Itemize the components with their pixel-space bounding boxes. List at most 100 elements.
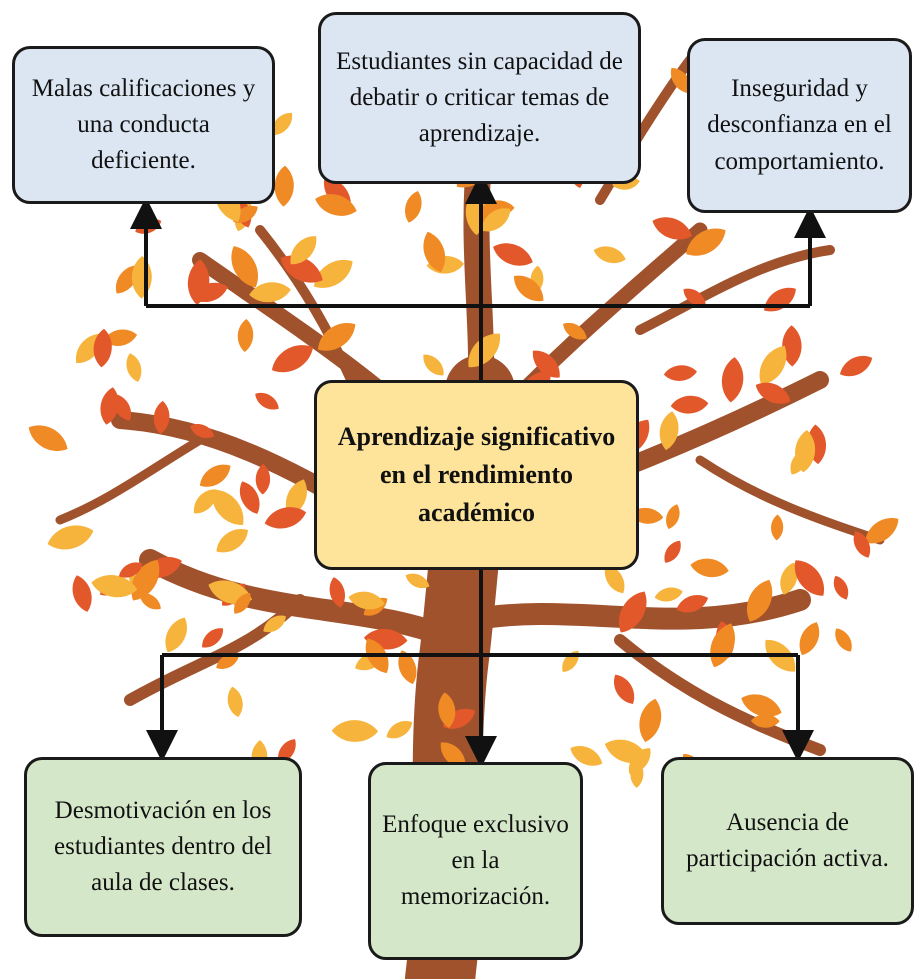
- leaf-icon: [664, 540, 681, 563]
- leaf-icon: [676, 595, 709, 613]
- leaf-icon: [317, 323, 356, 351]
- leaf-icon: [604, 564, 625, 594]
- leaf-icon: [285, 479, 307, 517]
- cause-box-1: Desmotivación en los estudiantes dentro …: [24, 757, 302, 937]
- leaf-icon: [721, 357, 744, 403]
- leaf-icon: [72, 575, 92, 612]
- leaf-icon: [759, 345, 787, 385]
- effect-box-1: Malas calificaciones y una conducta defi…: [12, 46, 275, 204]
- leaf-icon: [93, 328, 112, 368]
- leaf-icon: [165, 617, 187, 653]
- leaf-icon: [231, 246, 258, 288]
- leaf-icon: [659, 411, 679, 451]
- leaf-icon: [202, 628, 224, 648]
- leaf-icon: [271, 345, 314, 373]
- leaf-icon: [405, 190, 422, 223]
- leaf-icon: [670, 67, 692, 94]
- effect-text-2: Estudiantes sin capacidad de debatir o c…: [336, 47, 623, 148]
- effect-box-2: Estudiantes sin capacidad de debatir o c…: [318, 12, 641, 184]
- leaf-icon: [663, 365, 697, 381]
- leaf-icon: [604, 739, 648, 763]
- leaf-icon: [216, 529, 248, 553]
- leaf-icon: [614, 674, 635, 704]
- leaf-icon: [686, 228, 726, 256]
- leaf-icon: [331, 720, 379, 742]
- leaf-icon: [234, 593, 251, 614]
- leaf-icon: [652, 217, 692, 240]
- leaf-icon: [126, 353, 142, 382]
- cause-text-3: Ausencia de participación activa.: [686, 808, 889, 872]
- leaf-icon: [237, 319, 254, 352]
- leaf-icon: [468, 333, 500, 368]
- leaf-icon: [780, 562, 798, 595]
- core-problem-box: Aprendizaje significativo en el rendimie…: [314, 380, 639, 570]
- leaf-icon: [187, 259, 210, 305]
- leaf-icon: [513, 275, 544, 302]
- leaf-icon: [398, 650, 417, 685]
- leaf-icon: [630, 760, 644, 788]
- cause-text-2: Enfoque exclusivo en la memorización.: [382, 810, 569, 911]
- leaf-icon: [255, 463, 271, 495]
- leaf-icon: [493, 243, 533, 266]
- leaf-icon: [670, 395, 709, 414]
- leaf-icon: [271, 112, 293, 136]
- leaf-icon: [593, 246, 626, 264]
- leaf-icon: [315, 194, 357, 216]
- leaf-icon: [211, 489, 244, 525]
- leaf-icon: [835, 628, 852, 652]
- leaf-icon: [782, 325, 802, 367]
- leaf-icon: [193, 489, 217, 514]
- leaf-icon: [329, 577, 345, 608]
- leaf-icon: [746, 579, 773, 622]
- leaf-icon: [853, 531, 871, 558]
- leaf-icon: [654, 587, 683, 602]
- leaf-icon: [532, 350, 560, 378]
- core-problem-text: Aprendizaje significativo en el rendimie…: [337, 422, 616, 527]
- leaf-icon: [619, 591, 647, 633]
- leaf-icon: [139, 593, 161, 610]
- leaf-icon: [386, 721, 413, 739]
- cause-box-3: Ausencia de participación activa.: [661, 757, 914, 925]
- leaf-icon: [438, 692, 456, 728]
- leaf-icon: [290, 236, 317, 265]
- leaf-icon: [153, 400, 170, 435]
- leaf-icon: [440, 742, 466, 768]
- leaf-icon: [255, 392, 279, 410]
- leaf-icon: [755, 382, 791, 404]
- leaf-icon: [423, 231, 446, 273]
- leaf-icon: [833, 575, 849, 600]
- leaf-icon: [103, 329, 138, 346]
- cause-box-2: Enfoque exclusivo en la memorización.: [368, 762, 583, 960]
- leaf-icon: [131, 559, 160, 601]
- leaf-icon: [28, 425, 68, 451]
- leaf-icon: [683, 288, 706, 306]
- leaf-icon: [794, 560, 825, 596]
- leaf-icon: [771, 514, 784, 541]
- leaf-icon: [47, 525, 94, 550]
- leaf-icon: [666, 504, 680, 530]
- effect-box-3: Inseguridad y desconfianza en el comport…: [687, 38, 912, 213]
- leaf-icon: [263, 615, 286, 633]
- leaf-icon: [199, 464, 231, 487]
- leaf-icon: [216, 653, 240, 669]
- leaf-icon: [741, 694, 782, 717]
- leaf-icon: [639, 698, 662, 743]
- leaf-icon: [227, 686, 243, 718]
- effect-text-3: Inseguridad y desconfianza en el comport…: [707, 75, 892, 175]
- leaf-icon: [799, 622, 820, 656]
- leaf-icon: [118, 562, 143, 578]
- leaf-icon: [313, 260, 353, 288]
- effect-text-1: Malas calificaciones y una conducta defi…: [31, 74, 256, 175]
- leaf-icon: [405, 573, 430, 589]
- leaf-icon: [865, 518, 899, 544]
- leaf-icon: [348, 591, 385, 610]
- leaf-icon: [100, 387, 119, 425]
- leaf-icon: [750, 714, 780, 728]
- cause-text-1: Desmotivación en los estudiantes dentro …: [54, 796, 272, 897]
- leaf-icon: [570, 746, 603, 766]
- leaf-icon: [563, 322, 587, 340]
- leaf-icon: [239, 481, 260, 514]
- leaf-icon: [91, 575, 138, 598]
